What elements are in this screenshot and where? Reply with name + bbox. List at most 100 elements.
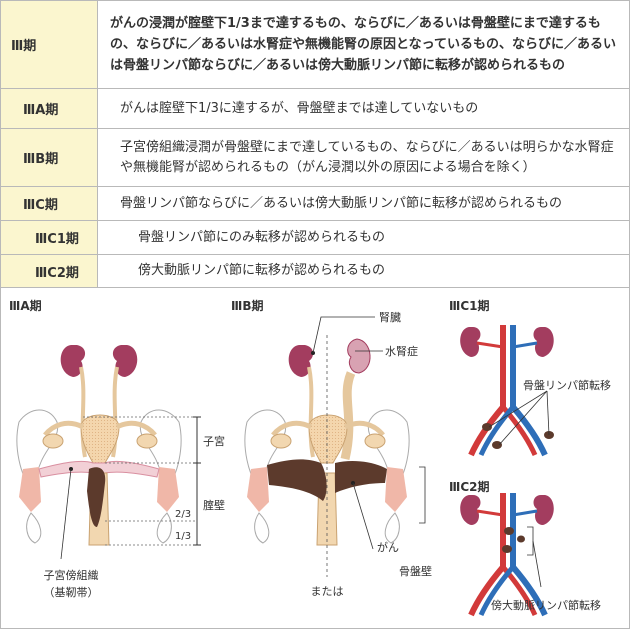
node-leader-line	[488, 390, 548, 428]
fallopian-tube	[43, 420, 85, 437]
cancer-label: がん	[377, 540, 399, 554]
hydronephrotic-kidney	[347, 338, 371, 374]
panel-a: ⅢA期 子宮	[9, 298, 225, 599]
panel-b-title: ⅢB期	[231, 298, 264, 313]
paraaortic-node-label: 傍大動脈リンパ節転移	[491, 598, 601, 612]
stage-desc-cell: 骨盤リンパ節ならびに／あるいは傍大動脈リンパ節に転移が認められるもの	[97, 186, 630, 221]
panel-b: ⅢB期 腎臓 水腎症 または がん 骨盤壁	[231, 298, 432, 598]
ovary	[136, 433, 158, 449]
stage-desc-cell: 子宮傍組織浸潤が骨盤壁にまで達しているもの、ならびに／あるいは明らかな水腎症や無…	[97, 128, 630, 187]
tumor	[87, 467, 106, 527]
ovary	[270, 433, 292, 449]
parametrium-sub-label: （基靭帯）	[44, 585, 99, 599]
fraction-1-3-label: 1/3	[175, 531, 191, 542]
stage-desc-cell: がんは腟壁下1/3に達するが、骨盤壁までは達していないもの	[97, 88, 630, 129]
panel-c1: ⅢC1期 骨盤リンパ節転移	[449, 298, 611, 457]
pelvic-muscle-left	[19, 467, 41, 512]
kidney-right	[533, 495, 554, 525]
iliac-artery	[501, 565, 538, 617]
anatomy-figure-svg: ⅢA期 子宮	[9, 298, 611, 617]
ovary	[42, 433, 64, 449]
node-leader-line	[498, 390, 548, 446]
stage-desc-cell: がんの浸潤が腟壁下1/3まで達するもの、ならびに／あるいは骨盤壁にまで達するもの…	[97, 0, 630, 89]
iliac-vein	[478, 565, 515, 617]
kidney-leader-line	[312, 316, 375, 354]
stage-label: ⅢC期	[23, 198, 58, 213]
stage-row-3: Ⅲ期 がんの浸潤が腟壁下1/3まで達するもの、ならびに／あるいは骨盤壁にまで達す…	[0, 0, 630, 89]
fraction-2-3-label: 2/3	[175, 509, 191, 520]
vagina-label: 腟壁	[203, 498, 225, 512]
stage-label: ⅢA期	[23, 103, 59, 118]
node-leader-line	[532, 540, 542, 588]
panel-a-title: ⅢA期	[9, 298, 42, 313]
vessel-branch	[476, 341, 504, 349]
anatomy-figure: ⅢA期 子宮	[0, 287, 630, 629]
lymph-node	[504, 527, 514, 535]
stage-row-3a: ⅢA期 がんは腟壁下1/3に達するが、骨盤壁までは達していないもの	[0, 88, 630, 129]
stage-row-3c1: ⅢC1期 骨盤リンパ節にのみ転移が認められるもの	[0, 220, 630, 255]
stage-desc-cell: 傍大動脈リンパ節に転移が認められるもの	[97, 254, 630, 288]
uterus-label: 子宮	[203, 434, 225, 448]
kidney-right	[112, 345, 138, 377]
ureter-right	[111, 366, 119, 458]
pelvic-wall-label: 骨盤壁	[399, 564, 432, 578]
stage-desc: 傍大動脈リンパ節に転移が認められるもの	[138, 263, 386, 278]
femur-left	[254, 512, 270, 544]
stage-desc: がんは腟壁下1/3に達するが、骨盤壁までは達していないもの	[120, 100, 479, 116]
stage-label-cell: ⅢC期	[0, 186, 98, 221]
stage-label-cell: ⅢC2期	[0, 254, 98, 288]
pelvic-muscle-left	[247, 467, 269, 512]
stage-desc: 骨盤リンパ節にのみ転移が認められるもの	[138, 229, 386, 245]
fallopian-tube	[343, 420, 385, 437]
tumor-left	[267, 459, 327, 501]
panel-c2-title: ⅢC2期	[449, 479, 490, 494]
stage-row-3b: ⅢB期 子宮傍組織浸潤が骨盤壁にまで達しているもの、ならびに／あるいは明らかな水…	[0, 128, 630, 187]
kidney-left	[460, 495, 481, 525]
ureter-left	[79, 366, 87, 458]
pelvic-node-label: 骨盤リンパ節転移	[523, 378, 611, 392]
lymph-node	[482, 423, 492, 431]
stage-label-cell: ⅢB期	[0, 128, 98, 187]
vessel-branch	[476, 509, 504, 517]
pelvic-muscle-right	[157, 467, 179, 512]
tumor-right	[335, 461, 387, 493]
ureter-left	[307, 366, 315, 458]
stage-table: Ⅲ期 がんの浸潤が腟壁下1/3まで達するもの、ならびに／あるいは骨盤壁にまで達す…	[0, 0, 630, 288]
femur-right	[156, 512, 172, 544]
kidney-right	[533, 327, 554, 357]
stage-label-cell: ⅢA期	[0, 88, 98, 129]
stage-row-3c2: ⅢC2期 傍大動脈リンパ節に転移が認められるもの	[0, 254, 630, 288]
cancer-leader-line	[352, 482, 374, 550]
hydronephrosis-label: 水腎症	[385, 344, 418, 358]
stage-label-cell: ⅢC1期	[0, 220, 98, 255]
lymph-node	[502, 545, 512, 553]
stage-desc: 子宮傍組織浸潤が骨盤壁にまで達しているもの、ならびに／あるいは明らかな水腎症や無…	[120, 139, 614, 175]
stage-row-3c: ⅢC期 骨盤リンパ節ならびに／あるいは傍大動脈リンパ節に転移が認められるもの	[0, 186, 630, 221]
or-label: または	[311, 585, 344, 598]
kidney-left	[60, 345, 86, 377]
femur-right	[384, 512, 400, 544]
stage-label: ⅢC2期	[35, 265, 79, 281]
panel-c2: ⅢC2期 傍大動脈リンパ節転移	[449, 479, 601, 617]
ovary	[364, 433, 386, 449]
iliac-artery	[501, 405, 538, 457]
kidney-left	[460, 327, 481, 357]
node-leader-line	[546, 390, 550, 436]
lymph-node	[517, 535, 525, 543]
stage-label: Ⅲ期	[11, 39, 37, 54]
dilated-ureter	[340, 371, 356, 461]
stage-label: ⅢC1期	[35, 232, 79, 247]
vessel-branch	[512, 341, 538, 349]
uterus	[80, 414, 120, 464]
panel-c1-title: ⅢC1期	[449, 298, 490, 313]
kidney-left	[288, 345, 314, 377]
parametrium-label: 子宮傍組織	[44, 568, 99, 582]
pelvic-wall-bracket	[419, 466, 426, 524]
pelvic-muscle-right	[385, 467, 407, 512]
vessel-branch	[512, 509, 538, 517]
stage-label: ⅢB期	[23, 152, 59, 167]
kidney-label: 腎臓	[379, 311, 401, 324]
stage-desc: 骨盤リンパ節ならびに／あるいは傍大動脈リンパ節に転移が認められるもの	[120, 195, 563, 211]
parametrium-leader-line	[60, 468, 72, 560]
fallopian-tube	[115, 420, 157, 437]
